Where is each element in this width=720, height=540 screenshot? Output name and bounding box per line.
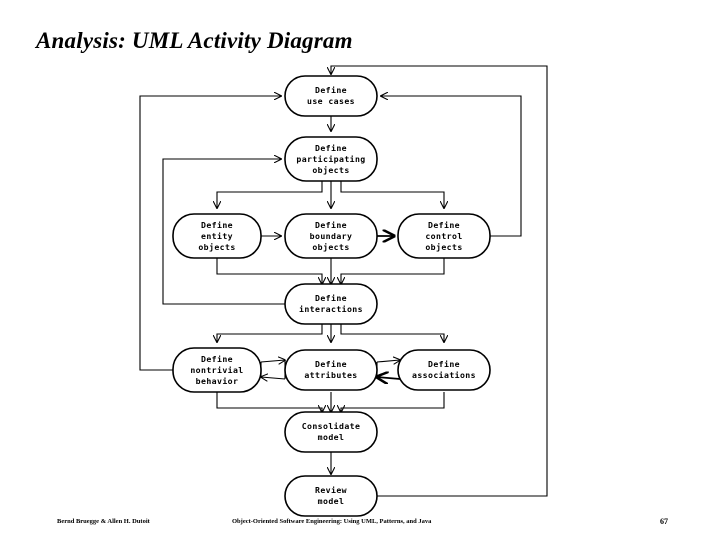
node-label: objects — [425, 242, 462, 252]
node-nontrivial-behavior[interactable]: Define nontrivial behavior — [172, 347, 262, 393]
edge-review-to-use-cases — [331, 65, 548, 497]
node-label: use cases — [307, 96, 355, 106]
edge-nontrivial-to-use-cases — [139, 96, 281, 371]
node-label: objects — [198, 242, 235, 252]
node-label: Review — [315, 485, 347, 495]
node-associations[interactable]: Define associations — [397, 349, 491, 391]
node-attributes[interactable]: Define attributes — [284, 349, 378, 391]
node-interactions[interactable]: Define interactions — [284, 283, 378, 325]
page-title: Analysis: UML Activity Diagram — [36, 28, 353, 53]
node-label: Define — [201, 220, 233, 230]
node-label: control — [425, 231, 462, 241]
node-label: Define — [428, 220, 460, 230]
node-label: Define — [315, 220, 347, 230]
footer-authors: Bernd Bruegge & Allen H. Dutoit — [57, 518, 150, 525]
node-boundary-objects[interactable]: Define boundary objects — [284, 213, 378, 259]
node-label: model — [318, 432, 345, 442]
node-use-cases[interactable]: Define use cases — [284, 75, 378, 117]
node-label: Define — [428, 359, 460, 369]
node-label: associations — [412, 370, 476, 380]
node-label: Define — [315, 293, 347, 303]
edge-attributes-associations-bidirectional — [377, 360, 400, 379]
node-label: behavior — [196, 376, 239, 386]
edge-join-to-consolidate — [216, 392, 445, 412]
node-consolidate-model[interactable]: Consolidate model — [284, 411, 378, 453]
node-label: Define — [315, 85, 347, 95]
edge-nontrivial-attributes-bidirectional — [261, 360, 285, 379]
node-label: Define — [201, 354, 233, 364]
node-review-model[interactable]: Review model — [284, 475, 378, 517]
edge-interactions-to-participating — [162, 159, 285, 305]
edge-join-to-interactions — [216, 258, 445, 284]
edge-control-to-use-cases — [381, 96, 522, 237]
node-label: nontrivial — [190, 365, 243, 375]
node-label: boundary — [310, 231, 353, 241]
node-label: Define — [315, 359, 347, 369]
node-label: objects — [312, 165, 349, 175]
node-control-objects[interactable]: Define control objects — [397, 213, 491, 259]
edge-interactions-fork — [217, 324, 444, 342]
node-label: model — [318, 496, 345, 506]
node-label: interactions — [299, 304, 363, 314]
footer-book-title: Object-Oriented Software Engineering: Us… — [232, 518, 432, 525]
node-entity-objects[interactable]: Define entity objects — [172, 213, 262, 259]
node-label: attributes — [304, 370, 357, 380]
footer-page-number: 67 — [660, 517, 668, 526]
edge-participating-fork — [217, 181, 444, 208]
node-label: Consolidate — [302, 421, 361, 431]
node-label: participating — [296, 154, 365, 164]
node-participating-objects[interactable]: Define participating objects — [284, 136, 378, 182]
node-label: entity — [201, 231, 233, 241]
node-label: Define — [315, 143, 347, 153]
node-label: objects — [312, 242, 349, 252]
